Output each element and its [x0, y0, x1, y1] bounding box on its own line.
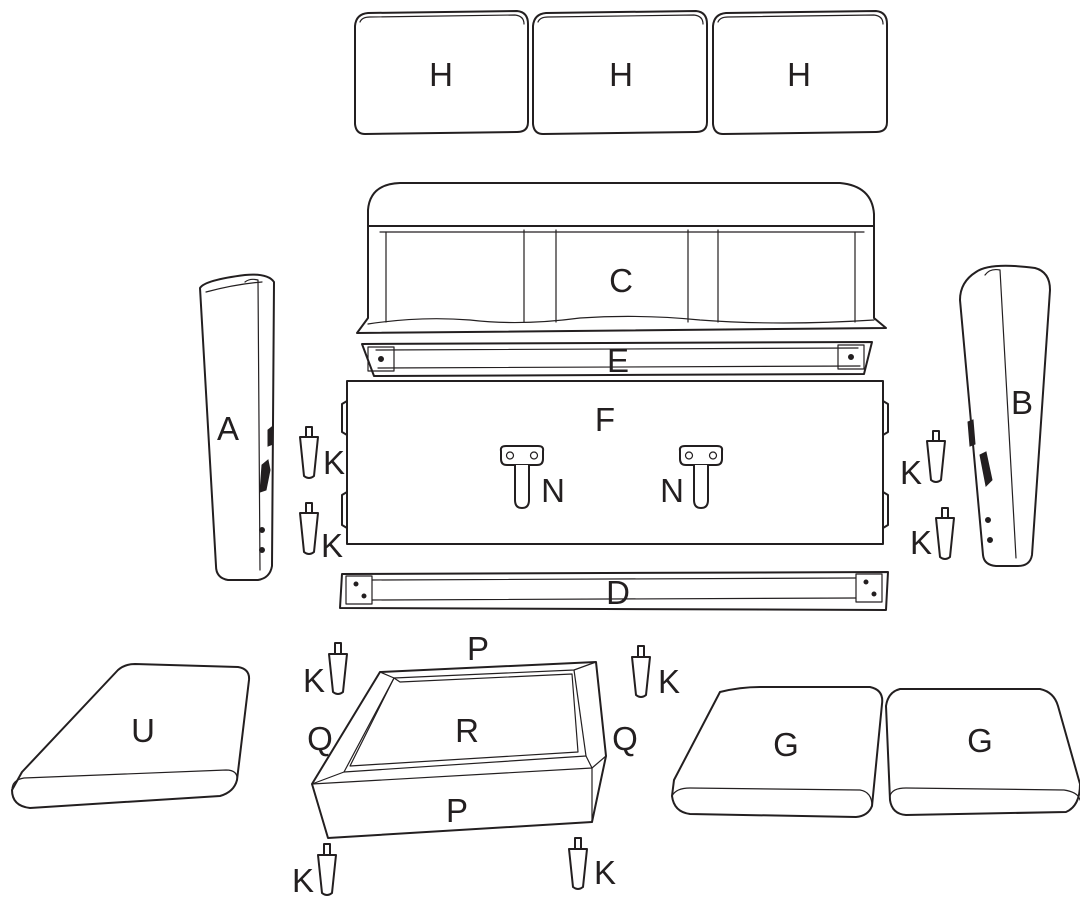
- rail-e: E: [361, 341, 873, 379]
- back-cushion-h-middle: H: [532, 10, 708, 135]
- label-b: B: [1011, 384, 1033, 421]
- label-k-1: K: [323, 444, 345, 481]
- label-k-8: K: [594, 854, 616, 891]
- backrest-c: C: [356, 182, 887, 334]
- label-k-4: K: [910, 524, 932, 561]
- back-cushion-h-right: H: [712, 10, 888, 135]
- label-k-3: K: [900, 454, 922, 491]
- label-p-top: P: [467, 630, 489, 667]
- ottoman-frame: P Q R Q P: [307, 630, 638, 839]
- ottoman-cushion-u: U: [11, 663, 251, 809]
- label-n-right: N: [660, 472, 684, 509]
- label-g-left: G: [773, 726, 799, 763]
- label-q-right: Q: [612, 720, 638, 757]
- label-c: C: [609, 262, 633, 299]
- leg-k-8: K: [568, 837, 616, 891]
- label-h-left: H: [429, 56, 453, 93]
- leg-k-2: K: [299, 502, 343, 564]
- armrest-a: A: [199, 273, 275, 581]
- leg-k-1: K: [299, 426, 345, 481]
- leg-k-7: K: [292, 843, 337, 899]
- label-r: R: [455, 712, 479, 749]
- label-k-5: K: [303, 662, 325, 699]
- label-d: D: [606, 574, 630, 611]
- label-u: U: [131, 712, 155, 749]
- back-cushion-h-left: H: [354, 10, 529, 135]
- label-a: A: [217, 410, 239, 447]
- seat-cushion-g-right: G: [885, 688, 1080, 816]
- armrest-b: B: [959, 264, 1051, 567]
- label-k-7: K: [292, 862, 314, 899]
- leg-k-3: K: [900, 430, 946, 491]
- label-f: F: [595, 401, 615, 438]
- label-k-6: K: [658, 663, 680, 700]
- label-h-middle: H: [609, 56, 633, 93]
- rail-d: D: [339, 571, 889, 611]
- seat-frame-f: F: [341, 380, 889, 545]
- bracket-n-left: N: [499, 445, 565, 509]
- label-h-right: H: [787, 56, 811, 93]
- label-e: E: [607, 342, 629, 379]
- label-k-2: K: [321, 527, 343, 564]
- bracket-n-right: N: [660, 445, 724, 509]
- leg-k-5: K: [303, 642, 348, 699]
- seat-cushion-g-left: G: [671, 686, 884, 818]
- label-n-left: N: [541, 472, 565, 509]
- label-p-bottom: P: [446, 792, 468, 829]
- leg-k-4: K: [910, 507, 955, 561]
- leg-k-6: K: [631, 645, 680, 700]
- label-g-right: G: [967, 722, 993, 759]
- label-q-left: Q: [307, 720, 333, 757]
